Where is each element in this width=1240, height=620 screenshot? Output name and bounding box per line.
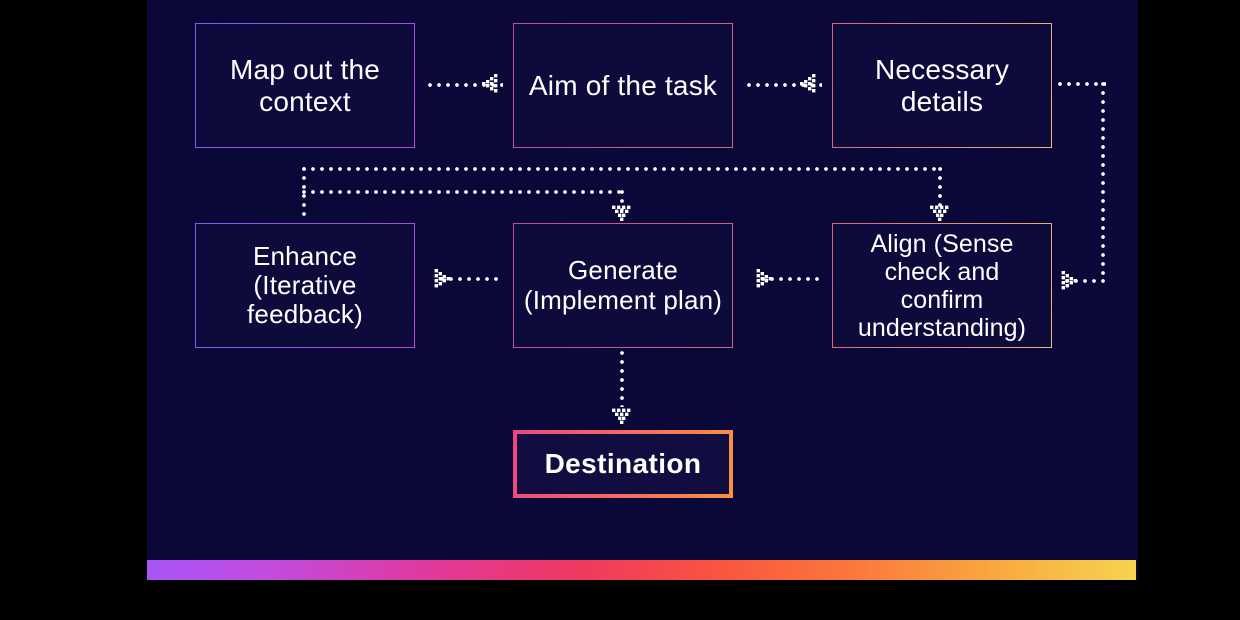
- connector-map-to-aim-line: [428, 83, 503, 87]
- connector-enhance-loop-outer-right: [938, 167, 942, 209]
- node-label-necessary-details: Necessary details: [874, 54, 1010, 117]
- connector-generate-to-destination-line: [620, 351, 624, 407]
- connector-enhance-loop-align-arrow: [927, 196, 953, 222]
- node-enhance[interactable]: Enhance (Iterative feedback): [195, 223, 415, 348]
- connector-aim-to-details-line: [747, 83, 822, 87]
- connector-generate-to-enhance-line: [440, 277, 498, 281]
- connector-enhance-loop-inner-top: [302, 190, 624, 194]
- node-map-out-context[interactable]: Map out the context: [195, 23, 415, 148]
- node-label-aim-of-task: Aim of the task: [528, 69, 718, 101]
- connector-map-to-aim-arrow: [481, 71, 507, 97]
- node-align[interactable]: Align (Sense check and confirm understan…: [832, 223, 1052, 348]
- node-necessary-details[interactable]: Necessary details: [832, 23, 1052, 148]
- node-label-destination: Destination: [544, 448, 702, 480]
- node-label-align: Align (Sense check and confirm understan…: [857, 229, 1027, 342]
- connector-enhance-loop-generate-arrow: [609, 196, 635, 222]
- node-label-enhance: Enhance (Iterative feedback): [247, 240, 363, 330]
- connector-details-loop-right: [1101, 82, 1105, 280]
- node-generate[interactable]: Generate (Implement plan): [513, 223, 733, 348]
- node-label-map-out-context: Map out the context: [229, 54, 381, 117]
- connector-details-loop-bottom: [1065, 279, 1105, 283]
- node-aim-of-task[interactable]: Aim of the task: [513, 23, 733, 148]
- connector-enhance-loop-inner-right: [620, 190, 624, 210]
- connector-enhance-loop-outer-top: [302, 167, 942, 171]
- connector-details-loop-arrow: [1052, 268, 1078, 294]
- connector-generate-to-enhance-arrow: [425, 266, 451, 292]
- node-label-generate: Generate (Implement plan): [523, 255, 723, 315]
- connector-details-loop-top: [1058, 82, 1106, 86]
- connector-aim-to-details-arrow: [799, 71, 825, 97]
- node-destination[interactable]: Destination: [513, 430, 733, 498]
- connector-align-to-generate-arrow: [747, 266, 773, 292]
- slide-surface: Map out the context Aim of the task Nece…: [147, 0, 1138, 580]
- accent-gradient-bar: [147, 560, 1136, 580]
- connector-generate-to-destination-arrow: [609, 399, 635, 425]
- connector-align-to-generate-line: [761, 277, 821, 281]
